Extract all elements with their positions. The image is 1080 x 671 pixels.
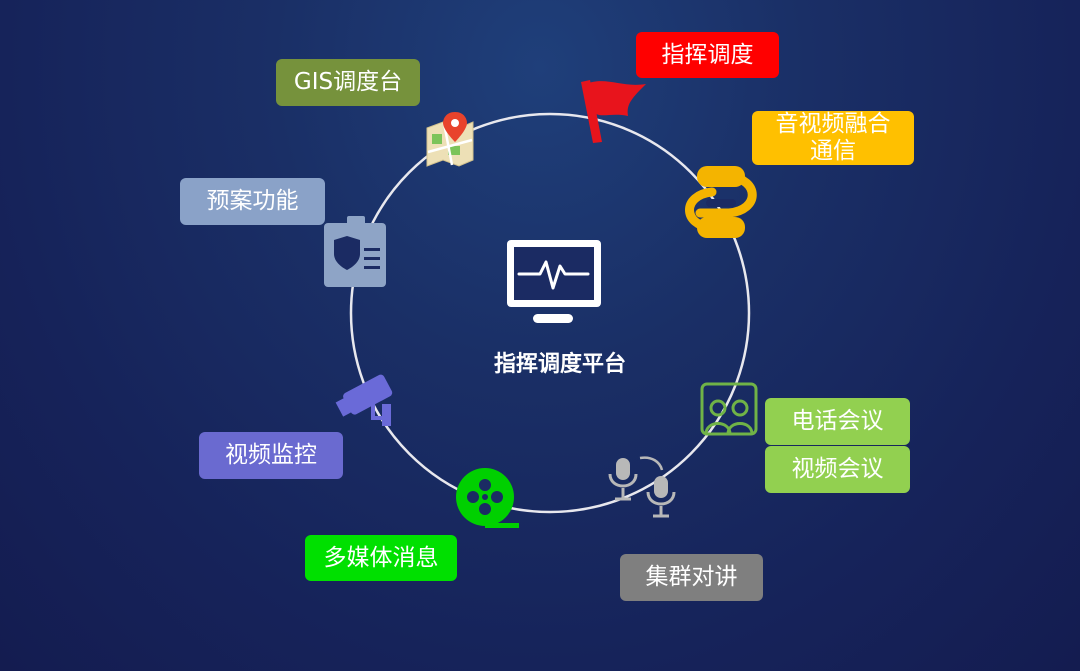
module-label-multimedia: 多媒体消息 bbox=[305, 535, 457, 581]
map-pin-icon bbox=[426, 112, 474, 167]
module-label-phone-conference: 电话会议 bbox=[765, 398, 910, 445]
module-label-video-conference: 视频会议 bbox=[765, 446, 910, 493]
module-label-command: 指挥调度 bbox=[636, 32, 779, 78]
platform-title: 指挥调度平台 bbox=[493, 352, 626, 377]
module-label-surveillance: 视频监控 bbox=[199, 432, 343, 479]
module-label-av-convergence: 音视频融合 通信 bbox=[752, 111, 914, 165]
microphones-icon bbox=[608, 456, 676, 518]
cctv-camera-icon bbox=[335, 374, 393, 426]
module-label-gis: GIS调度台 bbox=[276, 59, 420, 106]
chain-link-icon bbox=[685, 166, 757, 238]
module-label-plan: 预案功能 bbox=[180, 178, 325, 225]
red-flag-icon bbox=[581, 80, 646, 143]
conference-people-icon bbox=[700, 382, 758, 436]
platform-ring bbox=[349, 112, 751, 514]
film-reel-icon bbox=[456, 468, 519, 528]
shield-document-icon bbox=[324, 216, 386, 287]
module-label-ptt: 集群对讲 bbox=[620, 554, 763, 601]
monitor-pulse-icon bbox=[507, 240, 601, 323]
